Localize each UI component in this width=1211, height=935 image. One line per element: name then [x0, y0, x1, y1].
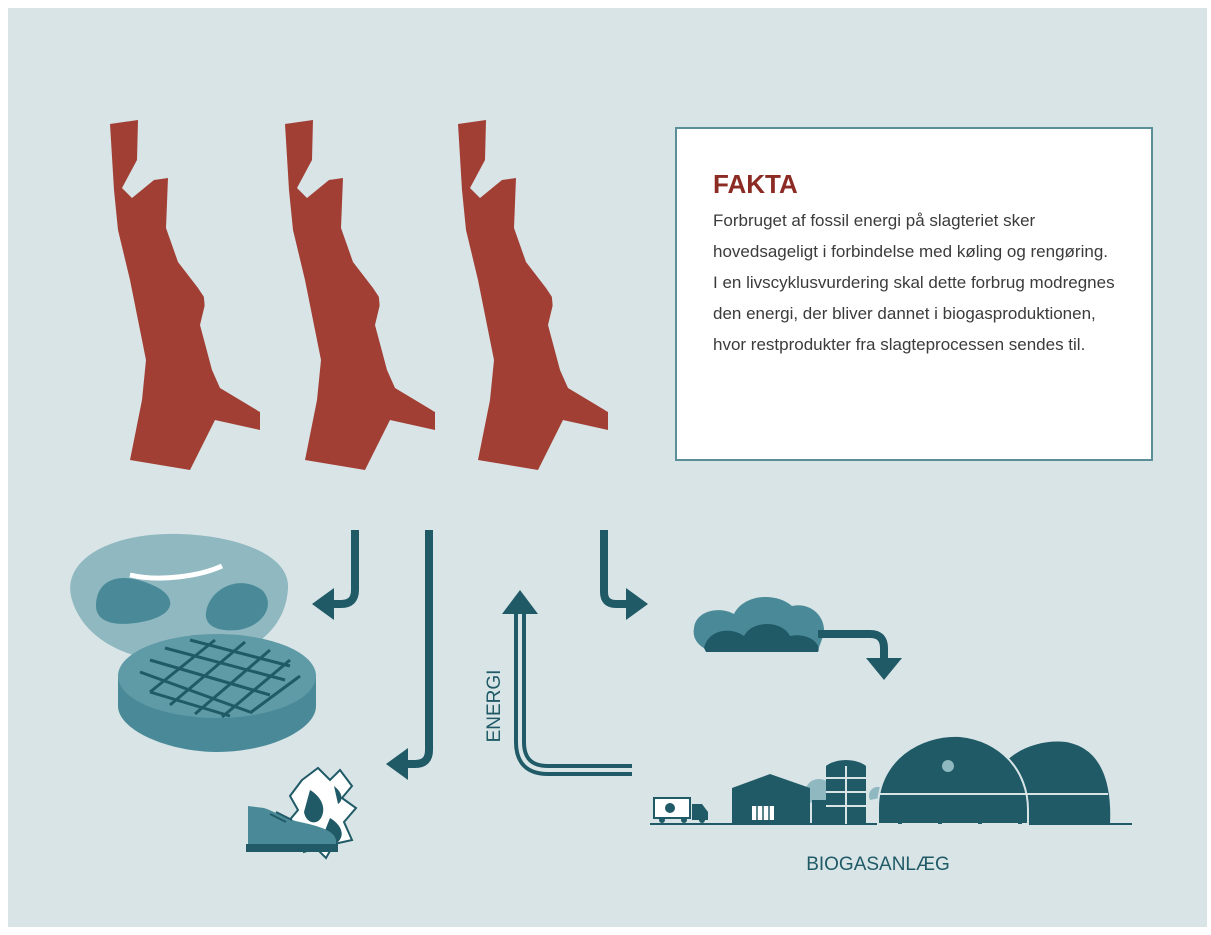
- biogas-plant-label: BIOGASANLÆG: [806, 854, 950, 875]
- carcass-2: [285, 120, 435, 470]
- carcass-1: [110, 120, 260, 470]
- patty-icon: [118, 634, 316, 752]
- fact-box-title: FAKTA: [713, 169, 1117, 199]
- biogas-plant-icon: [650, 736, 1132, 824]
- energy-label: ENERGI: [484, 670, 505, 743]
- arrow-to-hide: [386, 530, 429, 780]
- energy-return-arrow: [502, 590, 632, 770]
- arrow-to-plant: [818, 634, 902, 680]
- fact-box-text: Forbruget af fossil energi på slagteriet…: [713, 205, 1117, 360]
- arrow-to-meat: [312, 530, 355, 620]
- truck-icon: [654, 798, 708, 823]
- arrow-to-biogas: [604, 530, 648, 620]
- residue-pile-icon: [694, 597, 825, 652]
- carcass-3: [458, 120, 608, 470]
- fact-box: FAKTA Forbruget af fossil energi på slag…: [675, 127, 1153, 461]
